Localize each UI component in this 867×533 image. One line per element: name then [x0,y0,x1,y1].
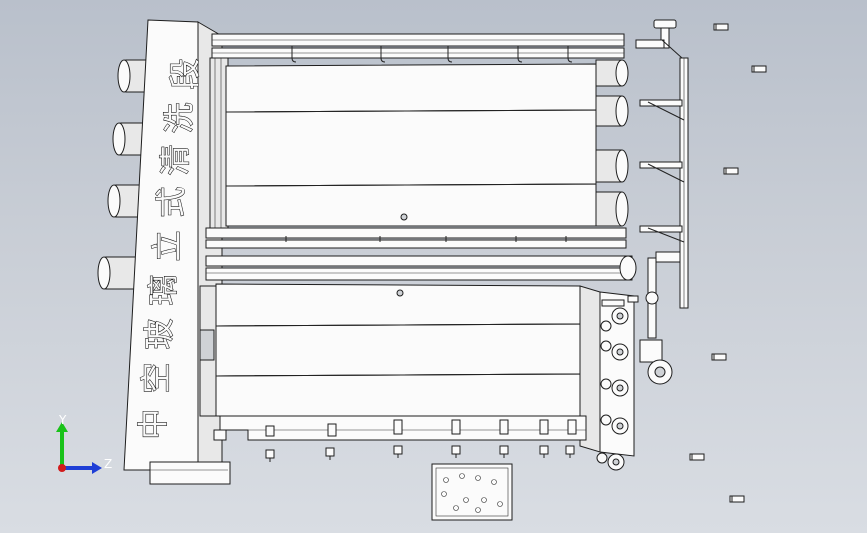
side-label-char: 立 [150,231,186,262]
side-label-char: 璃 [146,275,182,306]
side-label-char: 玻 [142,319,178,350]
lower-rollers [596,295,639,471]
z-axis-label: Z [104,457,112,471]
upper-frame [209,33,625,239]
upper-brush-panel [225,59,629,227]
side-label-char: 清 [158,145,194,176]
side-label-char: 洗 [162,103,198,134]
side-label: 段 洗 清 式 立 璃 玻 空 中 [135,58,204,440]
side-label-char: 段 [168,59,204,90]
orientation-triad[interactable]: Y Z [56,413,112,474]
z-axis-arrow [92,462,102,474]
x-axis [58,464,66,472]
side-label-char: 中 [136,409,172,440]
bolt [729,495,745,503]
y-axis-label: Y [58,413,67,427]
bolt [689,453,705,461]
bolt [751,65,767,73]
bolt [711,353,727,361]
bottom-plate [213,415,587,462]
middle-rails [205,227,637,281]
y-axis-arrow [56,422,68,432]
flange-plate [431,463,513,521]
lower-brush-panel [199,283,635,457]
side-label-char: 式 [154,187,190,218]
bolt [713,23,729,31]
bolt [723,167,739,175]
right-piping [635,19,689,385]
side-label-char: 空 [139,363,175,394]
exploded-fasteners [689,23,767,503]
